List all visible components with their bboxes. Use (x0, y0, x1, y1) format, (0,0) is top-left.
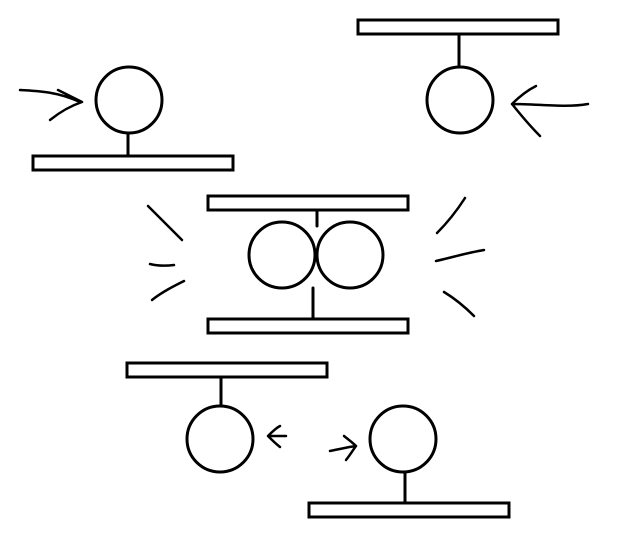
bottom-left-ball (185, 404, 255, 474)
bottom-left-ceiling-bar (125, 361, 329, 379)
middle-floor-bar (206, 317, 410, 335)
top-left-ball (94, 65, 164, 135)
top-right-arrow-left (510, 84, 590, 138)
top-right-ceiling-bar (356, 18, 560, 36)
bottom-right-arrow-right (328, 434, 358, 462)
right-impact-line-middle (434, 248, 486, 263)
bottom-left-arrow-left (266, 424, 288, 449)
middle-collision-assembly (146, 194, 486, 335)
top-left-ball-assembly (18, 65, 235, 172)
left-impact-line-upper (146, 204, 184, 242)
top-right-ball (425, 65, 495, 135)
left-impact-line-middle (148, 262, 176, 267)
middle-ceiling-bar (206, 194, 410, 212)
middle-right-ball (315, 220, 385, 290)
bottom-right-ball (368, 404, 438, 474)
right-impact-line-upper (435, 196, 467, 235)
left-impact-lines (146, 204, 186, 302)
right-impact-lines (434, 196, 486, 318)
top-left-floor-bar (31, 154, 235, 172)
bottom-right-floor-bar (307, 501, 511, 519)
middle-left-ball (247, 220, 317, 290)
bottom-left-ball-assembly (125, 361, 329, 474)
bottom-right-ball-assembly (307, 404, 511, 519)
left-impact-line-lower (150, 279, 186, 302)
right-impact-line-lower (442, 290, 476, 318)
top-right-ball-assembly (356, 18, 590, 138)
top-left-arrow-right (18, 88, 84, 122)
